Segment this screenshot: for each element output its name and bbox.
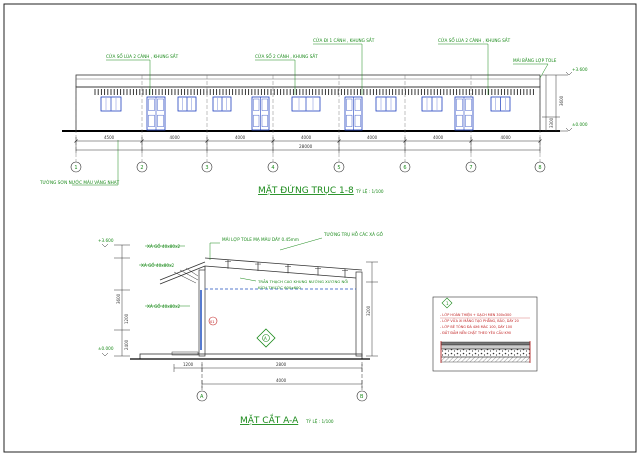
section-marker-label: A [264,336,267,341]
elevation-axis-markers: 1 2 3 4 5 6 7 8 [70,161,546,173]
elevation-bay-dim: 4000 [433,135,444,140]
section-axis-B: B [360,394,364,400]
section-vdim-2: 1200 [124,313,129,324]
detail-line-3: - LỚP BÊ TÔNG ĐÁ 4X6 MÁC 100, DÀY 100 [440,324,512,329]
section-marker [256,328,276,348]
detail-line-4: - ĐẤT ĐẦM NỀN CHẶT THEO YÊU CẦU K90 [440,330,511,335]
axis-label: 6 [403,165,406,171]
section-circle-tag [208,316,218,326]
section-vdim-1: 3600 [116,293,121,304]
axis-label: 1 [74,165,77,171]
section-vdim-3: 2400 [124,339,129,350]
floor-detail: 1 - LỚP HOÀN THIỆN + GẠCH MEN 300x300 - … [432,296,538,372]
section-right-dim: 3200 [366,305,371,316]
detail-frame [432,296,538,372]
section-wall-right [355,271,363,357]
axis-label: 5 [337,165,340,171]
axis-bubble [201,161,213,173]
callout-window-2: CỬA SỔ 2 CÁNH , KHUNG SẮT [255,54,318,59]
section-level-ground: ±0.000 [98,346,114,351]
section-truss-note-2: KÍCH THƯỚC 600x600 [258,285,301,290]
axis-bubble [70,161,82,173]
section-bottom-dim-3: 4000 [276,378,287,383]
section-view: XÀ GỒ 40x80x2 XÀ GỒ 40x80x2 XÀ GỒ 40x80x… [98,232,384,426]
elevation-title: MẶT ĐỨNG TRỤC 1-8 [258,184,354,196]
elevation-level-ground: ±0.000 [572,122,588,127]
elevation-total-dim: 28000 [299,144,313,149]
ventilation-grille [94,89,534,95]
axis-bubble [136,161,148,173]
callout-roof: MÁI BẰNG LỢP TOLE [513,58,557,63]
section-level-top: +3.600 [98,238,114,243]
elevation-bay-dim: 4500 [104,135,115,140]
callout-door: CỬA ĐI 1 CÁNH , KHUNG SẮT [313,38,375,43]
roof-truss [159,257,363,285]
detail-marker [441,297,453,309]
elevation-bay-dim: 4000 [367,135,378,140]
section-label-roof: MÁI LỢP TOLE MẠ MÀU DÀY 0.45mm [222,237,299,242]
elevation-level-top: +3.600 [572,67,588,72]
section-bottom-dim-2: 2800 [276,362,287,367]
axis-label: 2 [140,165,143,171]
detail-line-1: - LỚP HOÀN THIỆN + GẠCH MEN 300x300 [440,312,511,317]
section-truss-note-1: TRẦN THẠCH CAO KHUNG NƯỚNG XƯƠNG NỔI [257,279,348,284]
callout-wall-paint: TƯỜNG SƠN NƯỚC MÀU VÀNG NHẠT [39,180,120,185]
callout-sliding-window-2: CỬA SỔ LÙA 2 CÁNH , KHUNG SẮT [438,38,511,43]
elevation-bay-dim: 4000 [170,135,181,140]
truss-posts [225,259,348,278]
elevation-bay-dim: 4000 [301,135,312,140]
elevation-dimensions: 4500 4000 4000 4000 4000 4000 4000 [74,135,542,153]
axis-bubble [333,161,345,173]
elevation-bay-dim: 4000 [235,135,246,140]
elevation-bay-dim: 4000 [501,135,512,140]
axis-label: 8 [538,165,541,171]
section-wall-left [198,269,206,357]
elevation-height-dim-2: 3300 [549,117,554,128]
elevation-height-dim: 3600 [559,95,564,106]
elevation-view: CỬA SỔ LÙA 2 CÁNH , KHUNG SẮT CỬA SỔ 2 C… [39,38,588,196]
axis-label: 7 [469,165,472,171]
section-label-purlin-3: XÀ GỒ 40x80x2 [147,304,181,309]
section-axis-A: A [200,394,204,400]
sheet-frame [3,3,637,453]
section-title: MẶT CẮT A-A [240,413,299,426]
section-label-wall-post: TƯỜNG TRỤ HỖ CÁC XÀ GỒ [323,232,384,237]
section-label-purlin-1: XÀ GỒ 40x80x2 [147,244,181,249]
elevation-scale: TỶ LỆ : 1/100 [355,189,384,194]
elevation-openings [100,96,511,131]
detail-line-2: - LỚP VỮA XI MĂNG TẠO PHẲNG, BẢO, DÀY 20 [440,318,519,323]
section-circle-tag-label: 01 [210,320,215,324]
elevation-parapet [75,74,541,88]
axis-label: 4 [271,165,274,171]
axis-label: 3 [205,165,208,171]
axis-bubble [465,161,477,173]
detail-marker-label: 1 [446,301,449,306]
axis-bubble [267,161,279,173]
section-scale: TỶ LỆ : 1/100 [305,419,334,424]
section-label-purlin-2: XÀ GỒ 40x80x2 [141,263,175,268]
callout-sliding-window-1: CỬA SỔ LÙA 2 CÁNH , KHUNG SẮT [106,54,179,59]
section-bottom-dim-1: 1200 [183,362,194,367]
axis-bubble [534,161,546,173]
axis-bubble [399,161,411,173]
